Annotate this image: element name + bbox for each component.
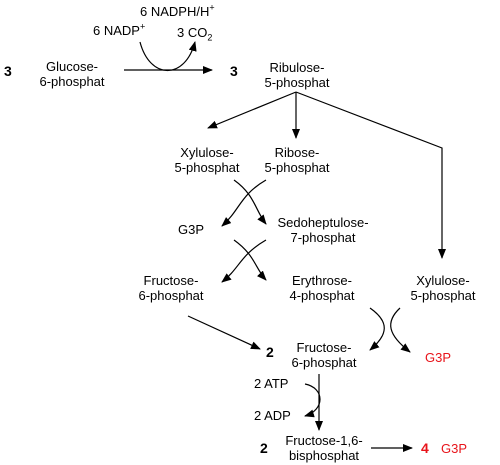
glucose-6-phosphat-label: Glucose- 6-phosphat <box>39 59 105 89</box>
arrow-transketolase-2-a <box>369 307 385 351</box>
arrow-transketolase-2-b <box>390 307 411 353</box>
glucose-coefficient: 3 <box>4 63 12 79</box>
xylulose-5-phosphat-label-b: Xylulose- 5-phosphat <box>410 273 476 303</box>
arrow-transketolase-1-b <box>221 179 267 227</box>
g3p-side-label: G3P <box>425 350 452 365</box>
arrow-ribulose-to-xylulose <box>207 91 297 129</box>
arrow-fructose6p-to-fructose6p <box>187 315 261 350</box>
co2-label: 3 CO2 <box>177 25 213 43</box>
ribulose-5-phosphat-label: Ribulose- 5-phosphat <box>264 60 330 90</box>
arrow-ribulose-to-xylulose-b <box>295 91 446 259</box>
fructose6p-coefficient: 2 <box>266 344 274 360</box>
fructose-1-6-bisphosphat-label: Fructose-1,6- bisphosphat <box>285 433 363 463</box>
arrow-atp-curve <box>304 383 321 418</box>
xylulose-5-phosphat-label-a: Xylulose- 5-phosphat <box>174 145 240 175</box>
nadph-label: 6 NADPH/H+ <box>140 2 215 19</box>
ribulose-coefficient: 3 <box>230 63 238 79</box>
nadp-label: 6 NADP+ <box>93 21 146 38</box>
ribose-5-phosphat-label: Ribose- 5-phosphat <box>264 145 330 175</box>
g3p-final-coefficient: 4 <box>421 440 429 456</box>
atp-label: 2 ATP <box>254 376 289 391</box>
fructose-6-phosphat-label-b: Fructose- 6-phosphat <box>291 340 357 370</box>
arrow-transaldolase-a <box>233 239 267 281</box>
arrow-transaldolase-b <box>221 239 267 283</box>
adp-label: 2 ADP <box>254 408 291 423</box>
arrow-nadp-curve <box>139 41 197 71</box>
sedoheptulose-7-phosphat-label: Sedoheptulose- 7-phosphat <box>277 215 369 245</box>
g3p-intermediate-label: G3P <box>178 222 205 237</box>
fructose-6-phosphat-label-a: Fructose- 6-phosphat <box>138 273 204 303</box>
arrow-transketolase-1-a <box>233 179 267 225</box>
g3p-final-label: G3P <box>441 441 468 456</box>
erythrose-4-phosphat-label: Erythrose- 4-phosphat <box>289 273 355 303</box>
bisphosphat-coefficient: 2 <box>260 440 268 456</box>
